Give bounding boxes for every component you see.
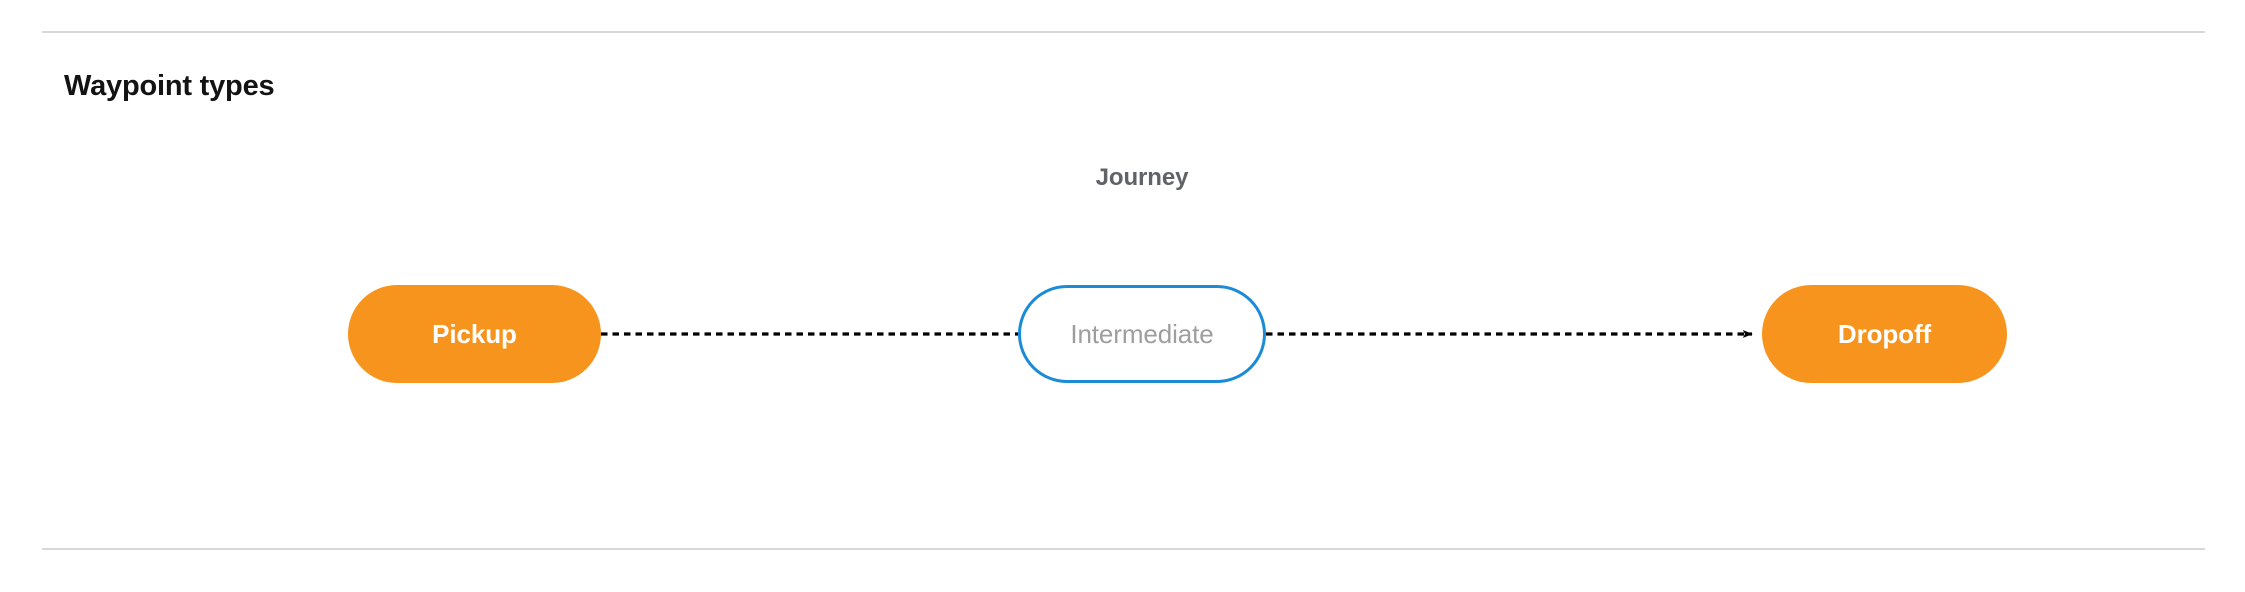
- node-dropoff[interactable]: Dropoff: [1762, 285, 2007, 383]
- page-title: Waypoint types: [64, 70, 275, 102]
- node-pickup-label: Pickup: [432, 318, 517, 349]
- node-intermediate[interactable]: Intermediate: [1018, 285, 1266, 383]
- node-pickup[interactable]: Pickup: [348, 285, 601, 383]
- node-intermediate-label: Intermediate: [1070, 318, 1214, 349]
- node-dropoff-label: Dropoff: [1837, 318, 1932, 349]
- divider-bottom: [42, 548, 2205, 550]
- journey-group-label: Journey: [1095, 164, 1189, 191]
- divider-top: [42, 31, 2205, 33]
